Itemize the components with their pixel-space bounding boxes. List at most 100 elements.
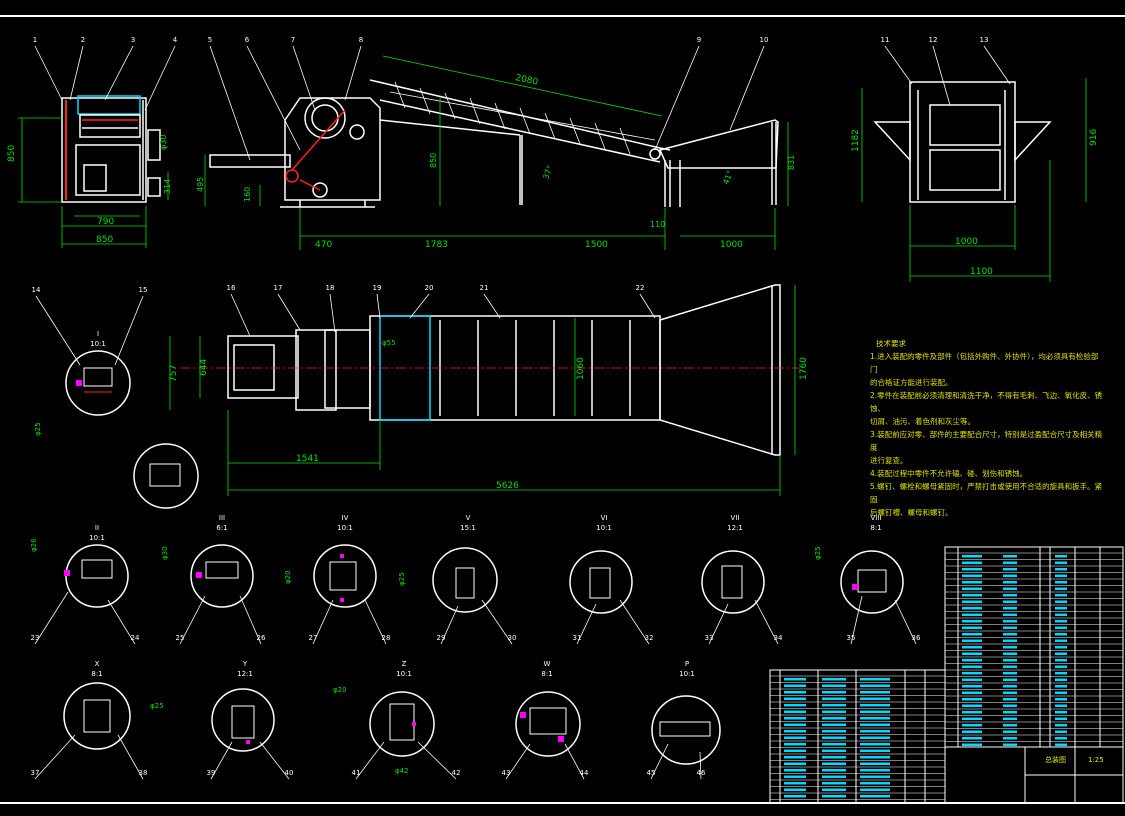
parts-list-entry: [860, 762, 890, 765]
detail-VI-scale: 10:1: [596, 524, 612, 532]
dim-1000: 1000: [720, 240, 743, 250]
dim-1541: 1541: [296, 454, 319, 464]
balloon-number: 2: [81, 36, 85, 44]
balloon-leader: [505, 743, 531, 780]
balloon-leader: [144, 45, 176, 111]
parts-list-entry: [1055, 639, 1067, 642]
parts-list-entry: [784, 743, 806, 746]
dim-phi26: φ26: [30, 538, 38, 552]
parts-list-entry: [784, 710, 806, 713]
detail-VIII-scale: 8:1: [870, 524, 881, 532]
notes-line-2: 的合格证方能进行装配。: [870, 378, 953, 387]
main-elevation: [209, 79, 779, 208]
dim-phi25-d: φ25: [150, 702, 164, 710]
balloon-number: 46: [697, 769, 706, 777]
balloon-number: 17: [274, 284, 283, 292]
technical-requirements: 技术要求 1.进入装配的零件及部件（包括外购件、外协件），均必须具有检验部门 的…: [870, 337, 1105, 519]
parts-list-entry: [860, 678, 890, 681]
side-view-left: [61, 95, 161, 203]
conveyor-rails: [389, 81, 656, 155]
detail-IV-name: IV: [342, 514, 349, 522]
parts-list-entry: [962, 574, 982, 577]
dim-314: 314: [163, 179, 172, 194]
parts-list-entry: [822, 769, 846, 772]
balloon-leader: [440, 605, 459, 645]
parts-list-entry: [860, 788, 890, 791]
parts-list-entry: [860, 782, 890, 785]
dim-850-horiz: 850: [96, 235, 113, 245]
dim-5626: 5626: [496, 481, 519, 491]
parts-list-entry: [962, 691, 982, 694]
detail-IV-scale: 10:1: [337, 524, 353, 532]
balloon-number: 38: [139, 769, 148, 777]
parts-list-entry: [962, 704, 982, 707]
detail-Z-name: Z: [402, 660, 407, 668]
dim-1783: 1783: [425, 240, 448, 250]
parts-list-entries: [784, 555, 1067, 798]
parts-list-entry: [962, 607, 982, 610]
balloon-number: 13: [980, 36, 989, 44]
parts-list-entry: [1055, 581, 1067, 584]
parts-list-rows: [770, 552, 1123, 800]
balloon-number: 37: [31, 769, 40, 777]
balloon-leader: [210, 741, 233, 780]
parts-list-entry: [962, 613, 982, 616]
parts-list-entry: [1003, 607, 1017, 610]
detail-VI-name: VI: [601, 514, 608, 522]
balloon-leader: [344, 45, 362, 101]
parts-list-entry: [860, 736, 890, 739]
notes-line-4: 切屑、油污、着色剂和灰尘等。: [870, 417, 975, 426]
parts-list-entry: [1003, 639, 1017, 642]
dim-110: 110: [650, 220, 665, 229]
balloon-number: 36: [912, 634, 921, 642]
balloon-number: 45: [647, 769, 656, 777]
parts-list-entry: [1055, 620, 1067, 623]
detail-II-scale: 10:1: [89, 534, 105, 542]
balloon-number: 5: [208, 36, 212, 44]
notes-line-3: 2.零件在装配前必须清理和清洗干净，不得有毛刺、飞边、氧化皮、锈蚀、: [870, 391, 1103, 413]
parts-list-entry: [784, 736, 806, 739]
balloon-number: 18: [326, 284, 335, 292]
dim-phi20-b: φ20: [333, 686, 347, 694]
balloon-leader: [650, 743, 669, 780]
dim-phi25-a: φ25: [34, 422, 42, 436]
detail-Y-scale: 12:1: [237, 670, 253, 678]
dim-1000b: 1000: [955, 237, 978, 247]
balloon-number: 20: [425, 284, 434, 292]
balloon-number: 35: [847, 634, 856, 642]
detail-W-scale: 8:1: [541, 670, 552, 678]
parts-list-entry: [822, 723, 846, 726]
balloon-number: 6: [245, 36, 250, 44]
parts-list-entry: [962, 659, 982, 662]
parts-list-entry: [1055, 665, 1067, 668]
parts-list-entry: [1055, 652, 1067, 655]
balloon-leader: [932, 45, 951, 106]
balloon-number: 22: [636, 284, 645, 292]
notes-line-5: 3.装配前应对零、部件的主要配合尺寸，特别是过盈配合尺寸及相关精度: [870, 430, 1103, 452]
parts-list-entry: [1003, 704, 1017, 707]
balloon-number: 30: [508, 634, 517, 642]
parts-list-entry: [1003, 581, 1017, 584]
balloon-number: 8: [359, 36, 363, 44]
parts-list-entry: [1003, 685, 1017, 688]
parts-list-entry: [962, 639, 982, 642]
parts-list-entry: [860, 710, 890, 713]
balloon-leader: [179, 595, 206, 645]
parts-list-entry: [860, 756, 890, 759]
parts-list-entry: [860, 723, 890, 726]
dim-790: 790: [97, 217, 114, 227]
dim-1100: 1100: [970, 267, 993, 277]
balloon-number: 32: [645, 634, 654, 642]
dim-470: 470: [315, 240, 332, 250]
dim-1760: 1760: [799, 357, 809, 380]
parts-list-entry: [962, 665, 982, 668]
parts-list-entry: [1003, 620, 1017, 623]
dim-1060: 1060: [576, 357, 586, 380]
parts-list-entry: [784, 762, 806, 765]
balloon-number: 44: [580, 769, 589, 777]
dim-757: 757: [169, 365, 179, 382]
dim-831: 831: [787, 155, 796, 170]
balloon-leader: [239, 595, 262, 645]
parts-list-entry: [1003, 574, 1017, 577]
parts-list-entry: [962, 620, 982, 623]
